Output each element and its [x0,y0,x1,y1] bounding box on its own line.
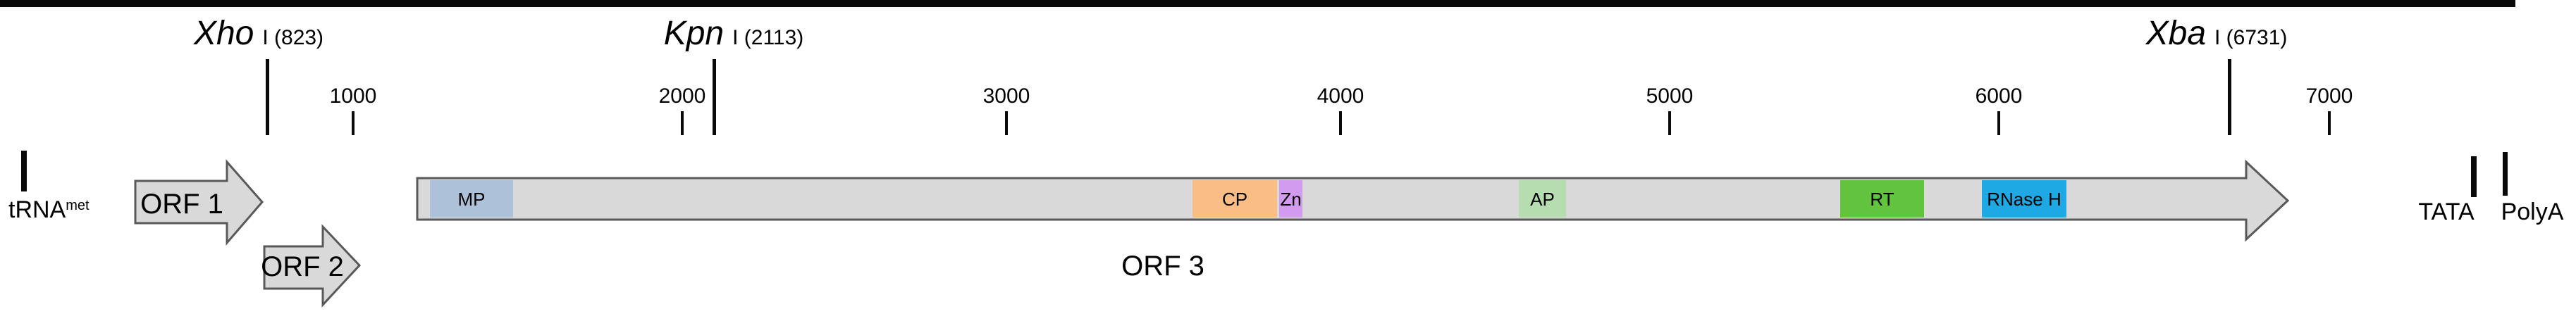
domain-label: RT [1870,188,1894,210]
trna-label-text: tRNA [8,196,66,223]
polya-tick [2503,152,2508,196]
restriction-site-tick-xba [2227,59,2231,135]
domain-segment-zn: Zn [1279,180,1302,218]
ruler-tick [1997,111,2000,135]
trna-label: tRNAmet [8,198,90,222]
orf3-arrow [416,159,2290,242]
orf1-arrow [134,159,264,246]
orf1-arrow-shape [134,159,264,246]
domain-segment-ap: AP [1519,180,1566,218]
domain-segment-rt: RT [1840,180,1924,218]
ruler-tick [1339,111,1342,135]
domain-label: CP [1221,188,1248,210]
restriction-site-tick-kpn [712,59,716,135]
restriction-site-label-xba: Xba I (6731) [2146,17,2288,51]
enzyme-cut-position: I (6731) [2214,26,2288,49]
enzyme-name: Xba [2145,15,2207,52]
ruler-tick-label: 6000 [1975,84,2023,108]
domain-label: AP [1530,188,1555,210]
ruler-tick-label: 7000 [2305,84,2353,108]
ruler-tick [1005,111,1008,135]
domain-segment-rnase-h: RNase H [1982,180,2066,218]
orf2-label: ORF 2 [261,251,344,282]
ruler-tick [352,111,355,135]
orf1-label: ORF 1 [140,189,223,220]
polya-label: PolyA [2501,200,2564,224]
domain-label: Zn [1280,188,1302,210]
polya-label-text: PolyA [2501,199,2564,225]
enzyme-cut-position: I (823) [262,26,324,49]
ruler-tick-label: 5000 [1646,84,1694,108]
enzyme-cut-position: I (2113) [732,26,804,49]
orf3-label: ORF 3 [1121,251,1204,282]
orf2-arrow [263,224,362,308]
trna-label-superscript: met [66,198,90,213]
ruler-tick [2328,111,2331,135]
domain-segment-mp: MP [430,180,513,218]
tata-label: TATA [2418,200,2474,224]
domain-label: RNase H [1987,188,2062,210]
orf2-arrow-shape [263,224,362,308]
domain-segment-cp: CP [1193,180,1277,218]
restriction-site-tick-xho [265,59,269,135]
enzyme-name: Xho [193,15,254,52]
tata-label-text: TATA [2418,199,2475,225]
ruler-tick-label: 4000 [1317,84,1364,108]
orf3-arrow-shape [416,159,2290,242]
trna-tick [21,151,27,191]
ruler-tick-label: 1000 [329,84,377,108]
domain-label: MP [457,188,486,210]
ruler-tick-label: 2000 [658,84,706,108]
ruler-tick-label: 3000 [982,84,1030,108]
ruler-tick [1668,111,1671,135]
backbone-line [0,0,2515,7]
restriction-site-label-xho: Xho I (823) [194,17,323,51]
enzyme-name: Kpn [663,15,725,52]
tata-tick [2471,156,2477,197]
restriction-site-label-kpn: Kpn I (2113) [664,17,804,51]
ruler-tick [681,111,684,135]
